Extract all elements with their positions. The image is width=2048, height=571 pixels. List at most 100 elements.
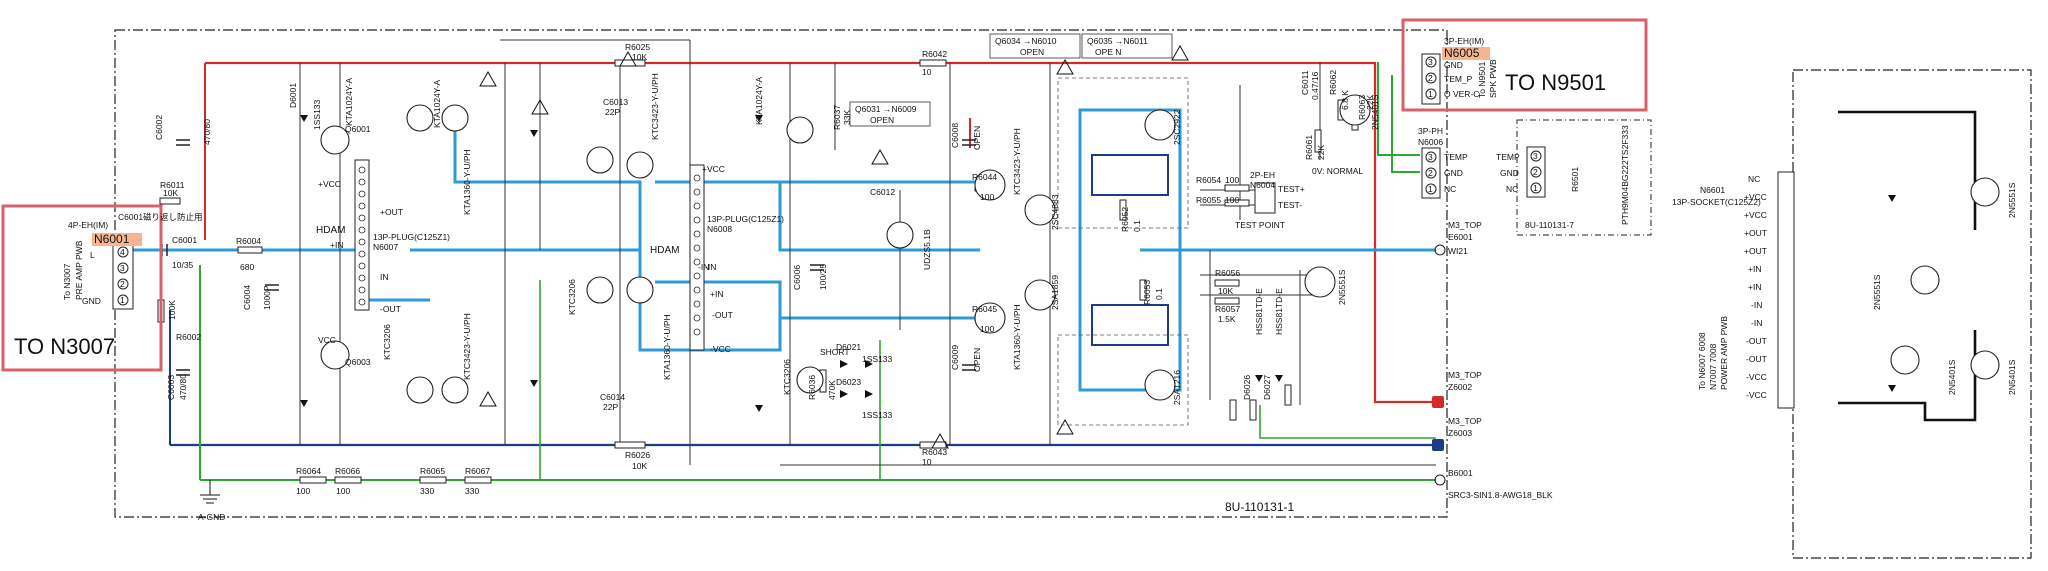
- n6008-label: N6008: [707, 224, 732, 234]
- n6006-type: 3P-PH: [1418, 126, 1443, 136]
- warning-symbols: [479, 44, 1189, 449]
- n6005-type: 3P-EH(IM): [1444, 36, 1484, 46]
- q6605-part: 2N5551S: [1872, 274, 1882, 310]
- output-pin-header-upper: [1091, 154, 1169, 196]
- n6001-pin-gnd: GND: [82, 296, 101, 306]
- n6601-pin: -OUT: [1746, 336, 1767, 346]
- callout-left-text: TO N3007: [14, 334, 115, 359]
- d6026-part: HSS81TD-E: [1254, 288, 1264, 335]
- n6007-label: N6007: [373, 242, 398, 252]
- c6011-ref: C6011: [1300, 70, 1310, 95]
- q6010-part: KTA1024Y-A: [432, 79, 442, 128]
- q6022-part: KTA1360-Y-U/PH: [662, 314, 672, 380]
- r6065-ref: R6065: [420, 466, 445, 476]
- n6601-pin: +OUT: [1744, 228, 1767, 238]
- thermistor-part: PTH9M04BG222TS2F333: [1620, 125, 1630, 225]
- r6065-val: 330: [420, 486, 434, 496]
- n6501-pin-temp: TEMP: [1496, 152, 1520, 162]
- test-point-label: TEST POINT: [1235, 220, 1285, 230]
- m3top3-ref: Z6003: [1448, 428, 1472, 438]
- ov-normal-label: 0V: NORMAL: [1312, 166, 1363, 176]
- r6026-ref: R6026: [625, 450, 650, 460]
- r6055-val: 100: [1225, 195, 1239, 205]
- r6066-val: 100: [336, 486, 350, 496]
- plus-vcc-label: +VCC: [318, 179, 341, 189]
- n6008-type: 13P-PLUG(C125Z1): [707, 214, 784, 224]
- transistor-symbols: [320, 94, 2000, 404]
- r6062-ref: R6062: [1328, 70, 1338, 95]
- capacitor-labels: C6001 10/35 C6002 470/80 C6003 470/80 C6…: [154, 70, 1320, 412]
- n6006-label: N6006: [1418, 137, 1443, 147]
- q6035-line1: Q6035 →N6011: [1087, 36, 1148, 46]
- n6001-highlight: [92, 233, 142, 246]
- n6005-dest: To N9501: [1477, 61, 1487, 98]
- main-board-border: [114, 29, 1448, 518]
- temp-ground-line: [1377, 62, 1420, 156]
- minus-in-r-label: -IN: [705, 262, 716, 272]
- output-transistor-group-lower: [1057, 334, 1189, 426]
- connector-bodies: [112, 53, 1795, 409]
- n6004-type: 2P-EH: [1250, 170, 1275, 180]
- r6067-ref: R6067: [465, 466, 490, 476]
- q6606-part: 2N5401S: [1947, 359, 1957, 395]
- r6037-ref: R6037: [832, 105, 842, 130]
- r6002-val: 100K: [167, 300, 177, 320]
- r6044-val: 100: [980, 192, 994, 202]
- ground-branch: [1259, 405, 1436, 439]
- test-minus: TEST-: [1278, 200, 1302, 210]
- output-pin-header-lower: [1091, 304, 1169, 346]
- q6012-part: KTA1360-Y-U/PH: [462, 149, 472, 215]
- r6002-ref: R6002: [176, 332, 201, 342]
- r6054-ref: R6054: [1196, 175, 1221, 185]
- plus-in-r-label: +IN: [710, 289, 723, 299]
- r6064-val: 100: [296, 486, 310, 496]
- r6011-ref: R6011: [160, 180, 185, 190]
- plug-pins: [358, 166, 701, 336]
- plus-in-label: +IN: [330, 240, 343, 250]
- q6034-line2: OPEN: [1020, 47, 1044, 57]
- n6005-highlight: [1442, 47, 1490, 60]
- q6020-part: KTC3206: [782, 359, 792, 395]
- n6601-dest: To N6007 6008: [1697, 332, 1707, 390]
- n6601-pin: NC: [1748, 174, 1760, 184]
- r6054-val: 100: [1225, 175, 1239, 185]
- r6043-val: 10: [922, 457, 932, 467]
- n6601-dest3: POWER AMP PWB: [1719, 316, 1729, 390]
- r6061-ref: R6061: [1304, 135, 1314, 160]
- n6601-pin: -VCC: [1746, 372, 1767, 382]
- q6031-line2: OPEN: [870, 115, 894, 125]
- q6035-line2: OPE N: [1095, 47, 1121, 57]
- r6067-val: 330: [465, 486, 479, 496]
- q6002-part: KTC3423-Y-U/PH: [1012, 128, 1022, 195]
- r6056-val: 10K: [1218, 286, 1233, 296]
- n6601-pin: -VCC: [1746, 390, 1767, 400]
- n6001-type: 4P-EH(IM): [68, 220, 108, 230]
- r6055-ref: R6055: [1196, 195, 1221, 205]
- n6501-pin-3: 3: [1533, 151, 1538, 161]
- d6027-part: HSS81TD-E: [1274, 288, 1284, 335]
- n6001-pin-1: 1: [120, 295, 125, 305]
- socket-plus-rail: [1838, 110, 1977, 230]
- c6013-val: 22P: [605, 107, 620, 117]
- vcc-label: VCC: [318, 335, 336, 345]
- n6001-pin-l: L: [90, 250, 95, 260]
- c6004-ref: C6004: [242, 285, 252, 310]
- c6001-val: 10/35: [172, 260, 194, 270]
- n6006-pin-2: 2: [1428, 168, 1433, 178]
- n6601-dest2: N7007 7008: [1708, 343, 1718, 390]
- m3top1-id: M3_TOP: [1448, 220, 1482, 230]
- r6036-val: 470K: [827, 380, 837, 400]
- q6001-ref: Q6001: [345, 124, 371, 134]
- r6063-val: 22K: [1365, 95, 1375, 110]
- n6005-pin-over: O VER-C: [1444, 89, 1479, 99]
- q6003-ref: Q6003: [345, 357, 371, 367]
- output-stage-loop: [1078, 108, 1182, 392]
- m3top3-id: M3_TOP: [1448, 416, 1482, 426]
- minus-in-label: IN: [380, 272, 389, 282]
- d6027-ref: D6027: [1262, 375, 1272, 400]
- n6005-pin-2: 2: [1428, 73, 1433, 83]
- r6064-ref: R6064: [296, 466, 321, 476]
- socket-minus-rail: [1838, 330, 1977, 422]
- r6053-val: 0.1: [1154, 288, 1164, 300]
- plus-out-label: +OUT: [380, 207, 403, 217]
